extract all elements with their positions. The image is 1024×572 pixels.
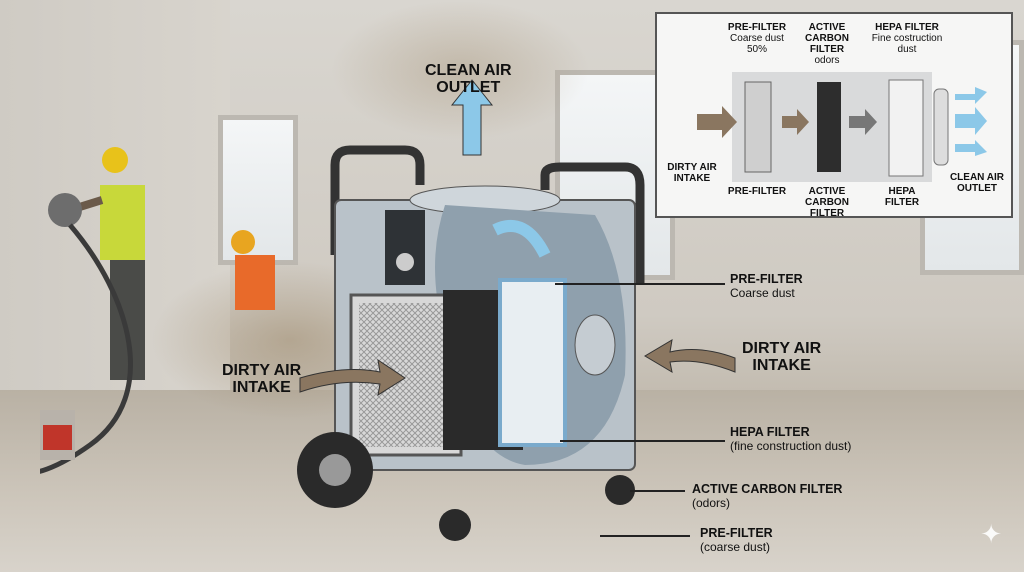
sparkle-icon: ✦ (980, 519, 1002, 549)
inset-bottom-hepa-filter: HEPA FILTER (884, 186, 920, 208)
clean-air-arrow (450, 79, 494, 156)
air-scrubber-machine (297, 145, 645, 541)
leader-line (560, 440, 725, 442)
leader-line (630, 490, 685, 492)
dirty-air-arrow (644, 339, 736, 374)
dirty-air-arrow (299, 358, 406, 397)
inset-diagram (697, 72, 987, 182)
inset-intake: DIRTY AIR INTAKE (667, 162, 717, 184)
dust-cloud (330, 0, 590, 140)
inset-bottom-pre-filter: PRE-FILTER (727, 186, 787, 197)
inset-bottom-carbon-filter: ACTIVE CARBON FILTER (805, 186, 849, 219)
callout-carbon-filter: ACTIVE CARBON FILTER(odors) (692, 482, 843, 510)
leader-line (555, 283, 725, 285)
inset-outlet: CLEAN AIR OUTLET (949, 172, 1005, 194)
callout-hepa-filter: HEPA FILTER(fine construction dust) (730, 425, 852, 453)
callout-pre-filter-bottom: PRE-FILTER(coarse dust) (700, 526, 773, 554)
leader-line (600, 535, 690, 537)
workers-illustration (40, 147, 275, 474)
